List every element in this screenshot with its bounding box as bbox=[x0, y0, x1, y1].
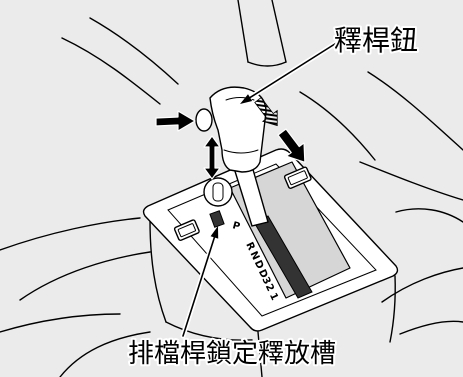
leader-shift-lock-slot bbox=[180, 226, 219, 339]
dashboard-contour-line bbox=[367, 71, 463, 151]
shift-lock-release-slot bbox=[209, 210, 225, 228]
switch-right bbox=[283, 166, 312, 189]
seat-contour-line bbox=[359, 161, 463, 201]
switch-left-face bbox=[177, 223, 196, 238]
dashboard-contour-line bbox=[89, 17, 179, 85]
seat-contour-line bbox=[395, 208, 463, 223]
switch-right-body bbox=[283, 166, 312, 189]
seat-contour-line bbox=[0, 217, 141, 251]
gate-label-1: 1 bbox=[267, 291, 280, 302]
seat-contour-line bbox=[381, 267, 463, 303]
seat-contour-line bbox=[19, 251, 151, 301]
leader-arrowhead-icon bbox=[240, 94, 253, 104]
leader-arrowhead-icon bbox=[210, 226, 219, 239]
seat-contour-line bbox=[59, 331, 151, 377]
push-arrow-icon bbox=[155, 110, 196, 132]
seat-contour-line bbox=[399, 320, 463, 335]
lever-motion-before-arrow bbox=[254, 97, 278, 127]
shift-lock-cover-detail bbox=[212, 182, 224, 202]
leader-line bbox=[182, 236, 216, 337]
gate-label-park: P bbox=[231, 220, 241, 233]
dashboard-contour-line bbox=[299, 91, 376, 161]
release-button bbox=[195, 108, 213, 132]
shift-lever-knob bbox=[209, 86, 267, 173]
leader-release-button bbox=[240, 39, 341, 104]
shift-lock-cover bbox=[203, 177, 233, 207]
up-down-arrow-icon bbox=[203, 135, 221, 180]
seat-contour-line bbox=[0, 313, 121, 333]
pull-arrow-icon bbox=[277, 128, 306, 163]
console-side-edge bbox=[149, 219, 167, 323]
dashboard-contour-line bbox=[61, 37, 161, 105]
label-shift-lock-release-slot: 排檔桿鎖定釋放槽 bbox=[128, 339, 336, 369]
console-front-edge bbox=[165, 321, 253, 341]
center-stack-edge bbox=[271, 0, 287, 63]
switch-left bbox=[173, 219, 200, 241]
gate-label-r: R bbox=[243, 241, 256, 253]
console-front-edge bbox=[257, 331, 263, 377]
center-stack-edge bbox=[237, 0, 249, 63]
label-release-button: 釋桿鈕 bbox=[334, 24, 418, 57]
gate-label-2: 2 bbox=[263, 282, 276, 293]
knob-ridge-line bbox=[223, 149, 259, 154]
switch-right-face bbox=[287, 170, 308, 186]
lever-motion-arrow bbox=[277, 128, 306, 163]
leader-line bbox=[249, 41, 339, 99]
center-stack-bottom bbox=[247, 61, 287, 67]
console-side-edge bbox=[389, 275, 396, 343]
hatched-arrow-icon bbox=[254, 97, 278, 127]
